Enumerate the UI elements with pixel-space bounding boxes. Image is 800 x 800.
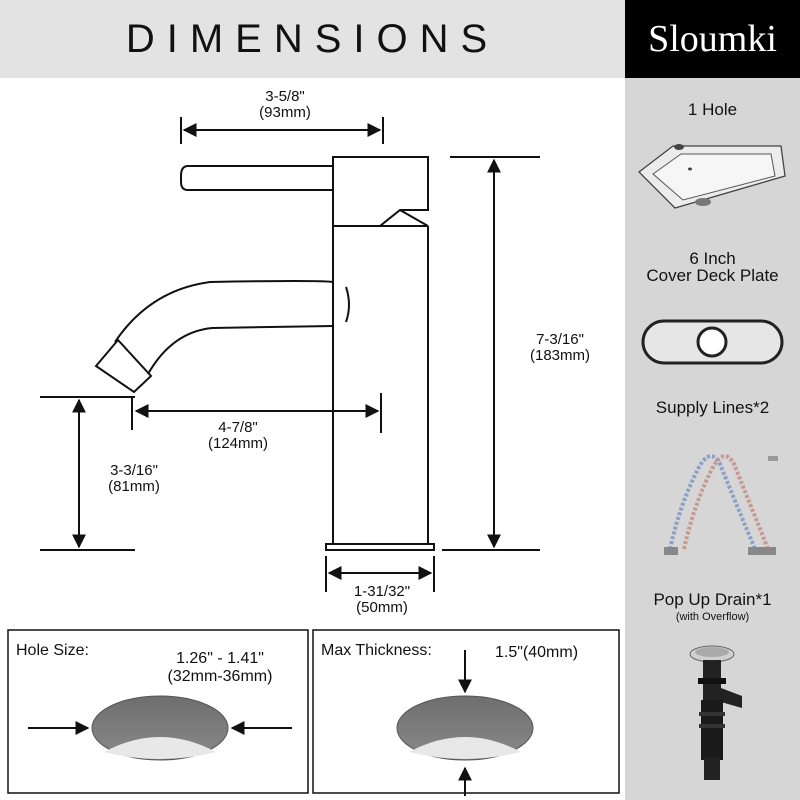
sidebar-item-deck-plate: 6 Inch Cover Deck Plate	[625, 250, 800, 284]
dim-spout-height-metric: (81mm)	[108, 478, 160, 495]
hole-size-imperial: 1.26" - 1.41"	[176, 650, 264, 667]
deck-plate-icon	[641, 319, 784, 365]
drain-icon	[689, 645, 742, 780]
dim-base-label: 1-31/32" (50mm)	[330, 584, 434, 616]
page-title: DIMENSIONS	[125, 17, 500, 61]
supply-lines-icon	[664, 454, 778, 555]
dim-base-imperial: 1-31/32"	[353, 583, 411, 600]
deck-plate-label-line1: 6 Inch	[689, 249, 736, 268]
sidebar-item-1-hole: 1 Hole	[687, 100, 738, 119]
drain-sublabel: (with Overflow)	[675, 611, 750, 623]
faucet-base	[325, 543, 435, 551]
dim-reach-label: 4-7/8" (124mm)	[183, 420, 293, 452]
max-thickness-label: Max Thickness:	[321, 642, 432, 659]
handle-body	[332, 156, 429, 227]
spout-tip	[94, 338, 153, 394]
handle-lever	[180, 165, 333, 191]
dim-spout-height-imperial: 3-3/16"	[110, 462, 158, 479]
brand-logo: Sloumki	[625, 0, 800, 78]
dim-handle-metric: (93mm)	[259, 104, 311, 121]
dim-handle-label: 3-5/8" (93mm)	[230, 89, 340, 121]
max-thickness-value: 1.5"(40mm)	[495, 644, 579, 661]
install-panels	[7, 629, 620, 796]
hole-size-value: 1.26" - 1.41" (32mm-36mm)	[140, 650, 300, 686]
dim-reach-metric: (124mm)	[207, 435, 268, 452]
faucet-drawing	[40, 117, 540, 592]
thickness-shape-icon	[396, 695, 534, 761]
dim-height-label: 7-3/16" (183mm)	[505, 332, 615, 364]
deck-plate-label-line2: Cover Deck Plate	[646, 266, 779, 285]
hole-shape-icon	[91, 695, 229, 761]
spout-bottom	[147, 325, 334, 375]
sidebar-item-supply-lines: Supply Lines*2	[655, 398, 770, 417]
dim-reach-imperial: 4-7/8"	[218, 419, 258, 436]
hole-size-label: Hole Size:	[16, 642, 89, 659]
faucet-body	[332, 226, 429, 544]
dim-height-imperial: 7-3/16"	[536, 331, 584, 348]
dim-spout-height-label: 3-3/16" (81mm)	[84, 463, 184, 495]
dim-base-metric: (50mm)	[356, 599, 408, 616]
sink-icon	[638, 144, 786, 209]
sidebar-item-drain: Pop Up Drain*1	[653, 590, 772, 609]
dim-height-metric: (183mm)	[529, 347, 590, 364]
header-bar	[0, 0, 625, 78]
faucet-outline	[94, 156, 435, 551]
dim-handle-imperial: 3-5/8"	[265, 88, 305, 105]
spout-top	[114, 280, 334, 343]
hole-size-metric: (32mm-36mm)	[167, 668, 273, 685]
